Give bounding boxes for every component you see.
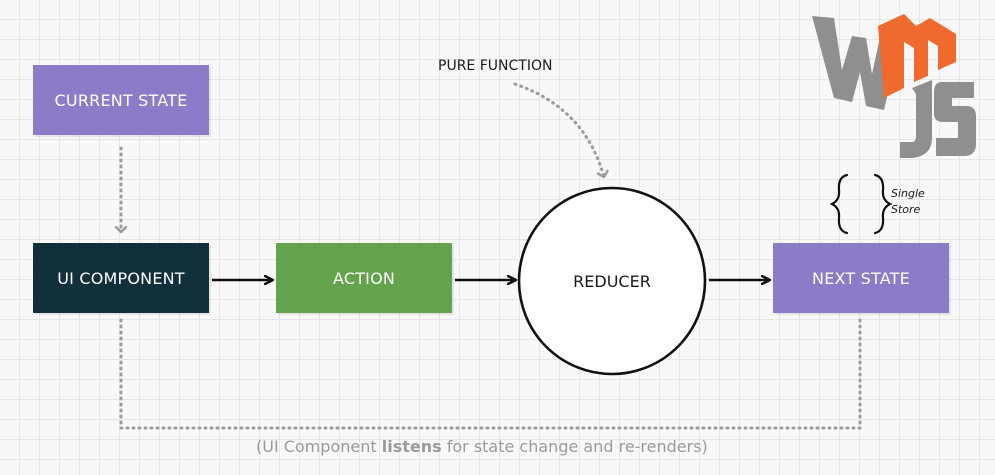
current-state-label: CURRENT STATE xyxy=(54,90,188,110)
caption-prefix: (UI Component xyxy=(256,437,382,456)
next-state-label: NEXT STATE xyxy=(812,268,910,288)
caption-emphasis: listens xyxy=(381,437,442,456)
wmjs-logo-icon xyxy=(812,14,976,158)
current-state-node: CURRENT STATE xyxy=(33,65,209,135)
reducer-circle xyxy=(517,186,707,376)
action-node: ACTION xyxy=(276,243,452,313)
pure-function-annotation: PURE FUNCTION xyxy=(438,58,553,74)
single-store-braces xyxy=(829,173,893,235)
logo-letter-j xyxy=(900,80,932,158)
action-label: ACTION xyxy=(332,268,396,288)
ui-component-node: UI COMPONENT xyxy=(33,243,209,313)
single-store-annotation: Single Store xyxy=(891,186,941,218)
reducer-label: REDUCER xyxy=(573,271,651,291)
connector-pure-function-to-reducer xyxy=(513,82,604,179)
ui-component-label: UI COMPONENT xyxy=(57,268,185,288)
next-state-node: NEXT STATE xyxy=(773,243,949,313)
reducer-node: REDUCER xyxy=(518,187,706,375)
single-store-line1: Single xyxy=(891,187,925,200)
logo-letter-m xyxy=(878,14,956,98)
listen-caption: (UI Component listens for state change a… xyxy=(256,437,708,456)
caption-suffix: for state change and re-renders) xyxy=(441,437,708,456)
connector-listen-loop xyxy=(119,318,862,430)
single-store-line2: Store xyxy=(891,203,921,216)
logo-letter-s xyxy=(934,82,976,156)
